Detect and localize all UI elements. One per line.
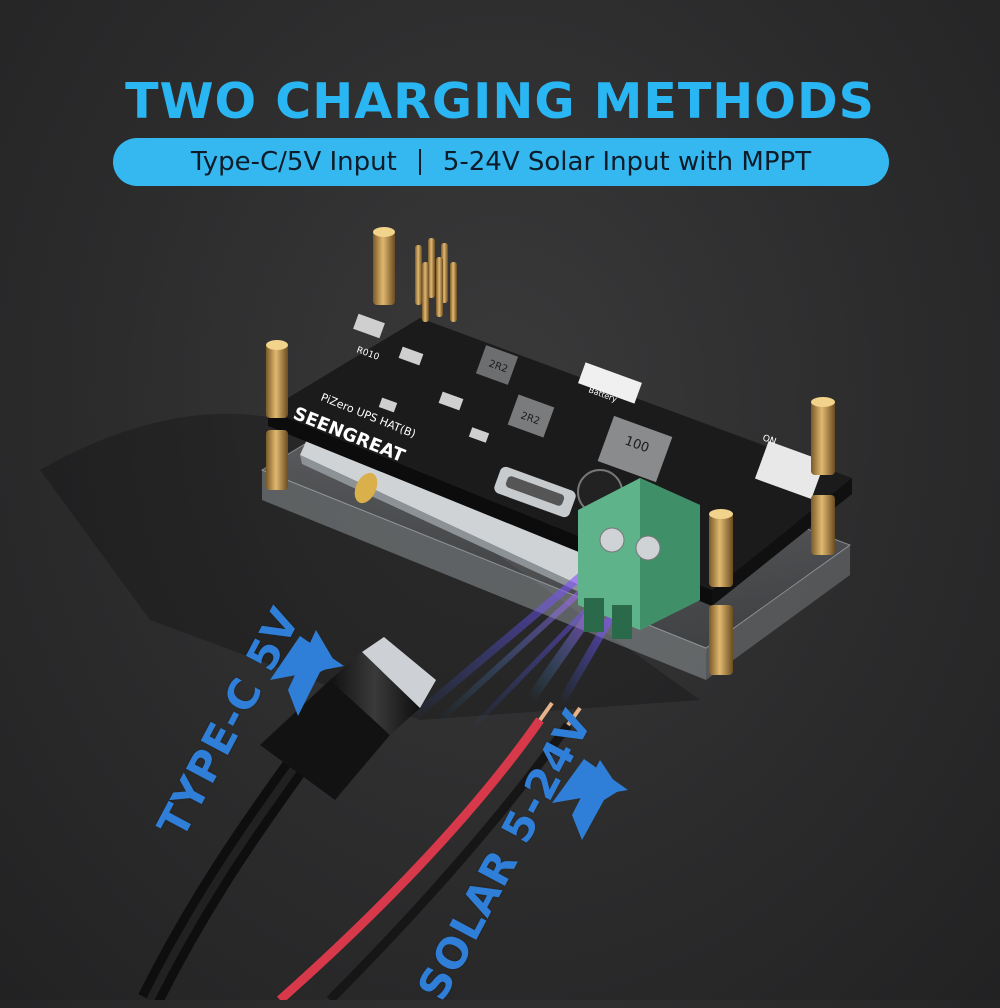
board-switch-label: ON <box>761 433 777 447</box>
page-title: TWO CHARGING METHODS <box>125 73 875 130</box>
subtitle-typec: Type-C/5V Input <box>190 147 397 177</box>
typec-arrow <box>270 630 344 716</box>
pogo-pins <box>415 238 457 322</box>
usb-c-cable <box>138 637 436 1000</box>
solar-arrow <box>552 759 628 840</box>
brass-standoffs <box>266 227 835 675</box>
subtitle-banner: Type-C/5V Input 5-24V Solar Input with M… <box>113 138 889 186</box>
solar-wires <box>277 701 582 1000</box>
board-shadow <box>40 413 700 720</box>
solar-terminal-block <box>578 478 700 639</box>
subtitle-divider <box>418 149 421 175</box>
subtitle-solar: 5-24V Solar Input with MPPT <box>442 147 812 177</box>
